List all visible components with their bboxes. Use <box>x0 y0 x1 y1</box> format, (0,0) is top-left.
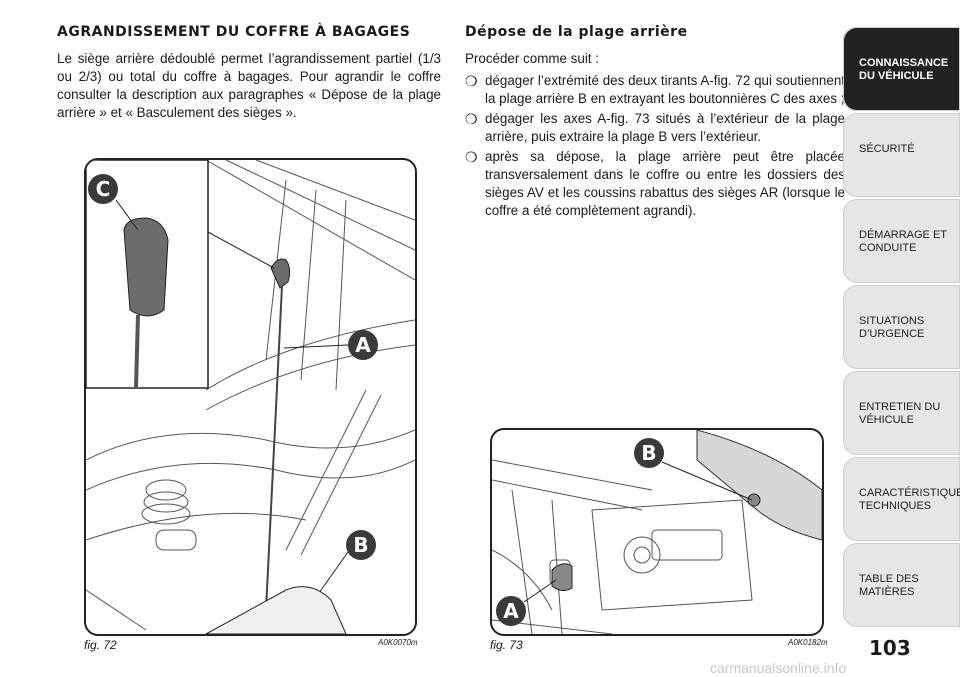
procedure-steps: ❍ dégager l’extrémité des deux tirants A-… <box>465 72 845 222</box>
figure-72: C A B <box>84 158 417 636</box>
procedure-step: ❍ après sa dépose, la plage arrière peut … <box>465 148 845 220</box>
tab-label: CARACTÉRISTIQUES TECHNIQUES <box>859 487 960 512</box>
tab-label: TABLE DES MATIÈRES <box>859 573 919 598</box>
tab-urgence[interactable]: SITUATIONS D’URGENCE <box>843 285 960 369</box>
tab-caracteristiques[interactable]: CARACTÉRISTIQUES TECHNIQUES <box>843 457 960 541</box>
bullet-circle-icon: ❍ <box>465 111 478 127</box>
coffre-paragraph: Le siège arrière dédoublé permet l’agran… <box>57 51 441 120</box>
label-B-badge: B <box>634 438 664 468</box>
procedure-step: ❍ dégager l’extrémité des deux tirants A-… <box>465 72 845 108</box>
tab-securite[interactable]: SÉCURITÉ <box>843 113 960 197</box>
tab-label: ENTRETIEN DU VÉHICULE <box>859 401 941 426</box>
tab-label: DÉMARRAGE ET CONDUITE <box>859 229 947 254</box>
tab-table-matieres[interactable]: TABLE DES MATIÈRES <box>843 543 960 627</box>
step-text: dégager l’extrémité des deux tirants A-f… <box>485 73 845 106</box>
figure-72-illustration <box>86 160 415 634</box>
figure-72-caption: fig. 72 <box>84 638 117 652</box>
tab-demarrage[interactable]: DÉMARRAGE ET CONDUITE <box>843 199 960 283</box>
step-text: dégager les axes A-fig. 73 situés à l’ex… <box>485 111 845 144</box>
tab-label: SÉCURITÉ <box>859 143 915 155</box>
step-text: après sa dépose, la plage arrière peut ê… <box>485 149 845 218</box>
section-heading-coffre: AGRANDISSEMENT DU COFFRE À BAGAGES <box>57 24 411 40</box>
bullet-circle-icon: ❍ <box>465 149 478 165</box>
label-B-badge: B <box>346 530 376 560</box>
watermark: carmanualsonline.info <box>710 660 847 676</box>
procedure-step: ❍ dégager les axes A-fig. 73 situés à l’e… <box>465 110 845 146</box>
label-A-badge: A <box>496 596 526 626</box>
label-C-badge: C <box>88 174 118 204</box>
tab-label: SITUATIONS D’URGENCE <box>859 315 925 340</box>
chapter-tabs: CONNAISSANCE DU VÉHICULE SÉCURITÉ DÉMARR… <box>843 27 960 629</box>
figure-73-illustration <box>492 430 822 634</box>
tab-label: CONNAISSANCE DU VÉHICULE <box>859 57 949 82</box>
figure-72-code: A0K0070m <box>378 638 418 647</box>
figure-73-code: A0K0182m <box>788 638 828 647</box>
page-number: 103 <box>869 636 911 660</box>
label-A-badge: A <box>348 330 378 360</box>
bullet-circle-icon: ❍ <box>465 73 478 89</box>
procedure-intro: Procéder comme suit : <box>465 51 599 66</box>
figure-73: B A <box>490 428 824 636</box>
figure-73-caption: fig. 73 <box>490 638 523 652</box>
tab-connaissance[interactable]: CONNAISSANCE DU VÉHICULE <box>843 27 960 111</box>
tab-entretien[interactable]: ENTRETIEN DU VÉHICULE <box>843 371 960 455</box>
section-heading-depose: Dépose de la plage arrière <box>465 24 688 40</box>
